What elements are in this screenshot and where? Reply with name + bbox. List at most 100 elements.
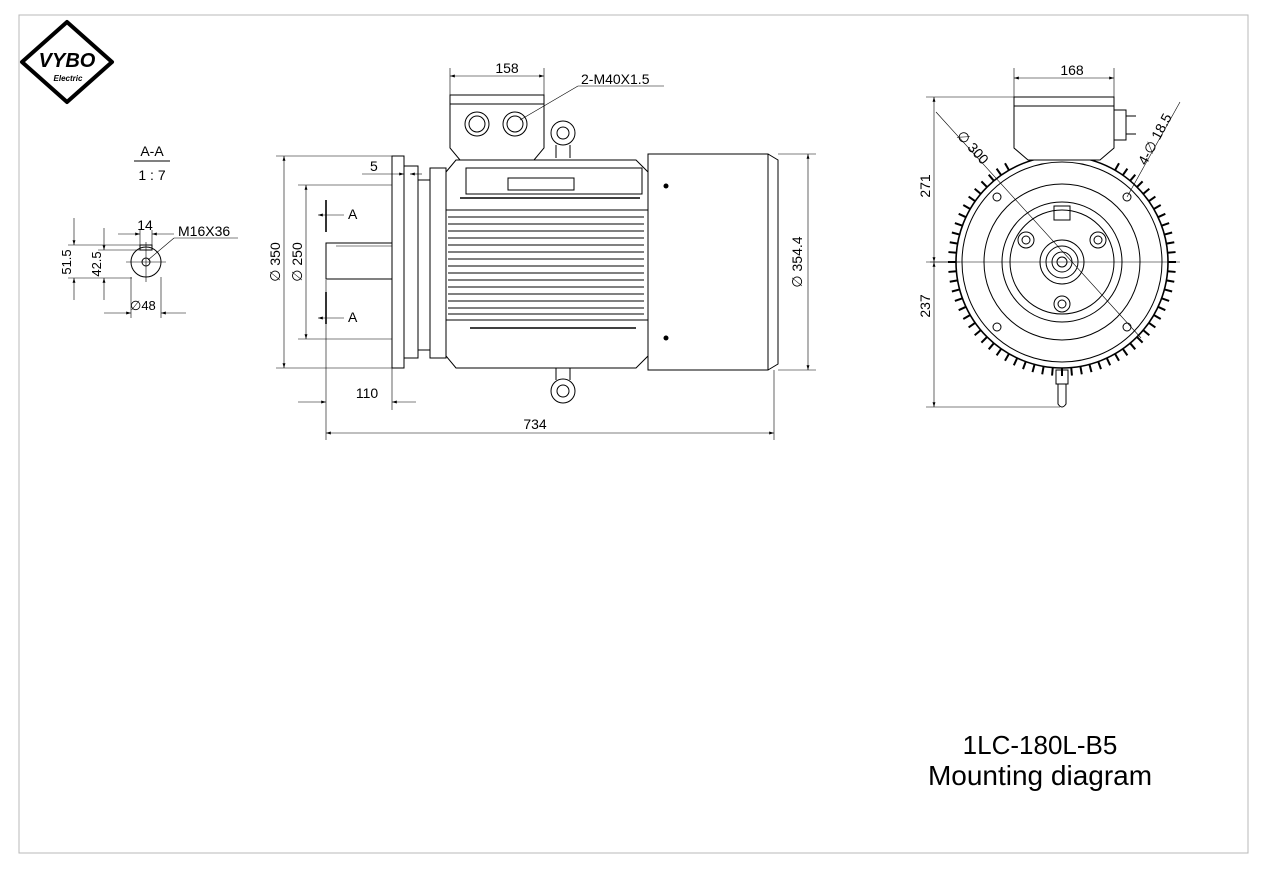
front-view: 168 271 237 ∅ 300 4-∅ 18.5 xyxy=(917,62,1181,408)
height-inner-dim: 42.5 xyxy=(89,251,104,276)
height-bottom-dim: 237 xyxy=(917,294,933,318)
cooling-fin xyxy=(1088,364,1093,373)
cooling-fin xyxy=(1167,251,1176,254)
cable-gland-1 xyxy=(464,111,490,137)
body-dia-dim: ∅ 354.4 xyxy=(789,236,805,287)
cooling-fin xyxy=(1166,241,1175,245)
side-view: 158 2-M40X1.5 5 ∅ 350 ∅ 250 A A ∅ 354.4 xyxy=(267,60,816,440)
cooling-fin xyxy=(1070,367,1073,376)
shaft xyxy=(325,242,393,280)
cooling-fin xyxy=(1153,314,1162,320)
cooling-fin xyxy=(1022,361,1027,370)
mounting-hole-1 xyxy=(992,192,1002,202)
cooling-fin xyxy=(949,241,958,245)
section-scale: 1 : 7 xyxy=(138,167,165,183)
cooling-fin xyxy=(1114,353,1120,362)
cooling-fin xyxy=(1157,212,1166,219)
cooling-fin xyxy=(1051,367,1054,376)
cooling-fin xyxy=(1079,366,1083,375)
overall-length-dim: 734 xyxy=(523,416,547,432)
cooling-fin xyxy=(1004,162,1010,171)
section-view-a-a: A-A 1 : 7 14 M16X36 51.5 42.5 ∅48 xyxy=(59,143,238,318)
flange xyxy=(391,155,405,369)
cooling-fin xyxy=(962,314,971,320)
brand-logo: VYBO Electric xyxy=(20,20,114,104)
section-mark-a-top: A xyxy=(348,206,358,222)
cooling-fin xyxy=(954,222,963,227)
cooling-fin xyxy=(949,279,958,283)
cooling-fin xyxy=(1121,348,1129,356)
nameplate xyxy=(507,177,575,191)
sheet-border xyxy=(18,14,1249,854)
cooling-fin xyxy=(1142,187,1150,195)
mounting-hole-2 xyxy=(1122,192,1132,202)
cooling-fin xyxy=(951,288,960,293)
cooling-fin xyxy=(995,168,1003,176)
lifting-eye-top xyxy=(550,120,576,146)
cooling-fin xyxy=(1157,305,1166,312)
cooling-fin xyxy=(974,329,982,337)
cooling-fin xyxy=(1041,366,1045,375)
cooling-fin xyxy=(1161,297,1170,302)
height-top-dim: 271 xyxy=(917,174,933,198)
height-outer-dim: 51.5 xyxy=(59,249,74,274)
cooling-fin xyxy=(1142,329,1150,337)
motor-housing xyxy=(445,159,649,369)
shaft-length-dim: 110 xyxy=(356,385,379,401)
cooling-fin xyxy=(948,251,957,254)
fan-cowl xyxy=(647,153,769,371)
cooling-fin xyxy=(1161,222,1170,227)
cooling-fin xyxy=(948,270,957,273)
lifting-eye-bottom xyxy=(550,378,576,404)
title-block: 1LC-180L-B5 Mounting diagram xyxy=(880,730,1200,792)
cooling-fin xyxy=(1031,364,1036,373)
spigot-dia-dim: ∅ 250 xyxy=(289,242,305,282)
mounting-hole-4 xyxy=(1122,322,1132,332)
mounting-hole-3 xyxy=(992,322,1002,332)
cooling-fin xyxy=(958,212,967,219)
terminal-box-width-dim: 158 xyxy=(495,60,519,76)
cooling-fin xyxy=(962,204,971,210)
flange-spigot-dim: 5 xyxy=(370,158,378,174)
front-box-width-dim: 168 xyxy=(1060,62,1084,78)
cooling-fin xyxy=(987,174,995,182)
pcd-dim: ∅ 300 xyxy=(954,127,992,167)
cooling-fin xyxy=(1167,270,1176,273)
key-width-dim: 14 xyxy=(137,217,153,233)
cooling-fin xyxy=(1148,195,1156,203)
thread-dim: M16X36 xyxy=(178,223,230,239)
cable-glands-dim: 2-M40X1.5 xyxy=(581,71,650,87)
cooling-fin xyxy=(995,348,1003,356)
cooling-fin xyxy=(980,336,988,344)
shaft-dia-dim: ∅48 xyxy=(130,298,156,313)
diagram-subtitle: Mounting diagram xyxy=(927,760,1153,791)
model-title: 1LC-180L-B5 xyxy=(962,730,1118,760)
section-label: A-A xyxy=(140,143,164,159)
cooling-fin xyxy=(1105,357,1112,366)
cooling-fin xyxy=(1114,162,1120,171)
cooling-fin xyxy=(1129,174,1137,182)
cooling-fin xyxy=(1121,168,1129,176)
logo-subtext: Electric xyxy=(54,74,83,83)
cooling-fin xyxy=(958,305,967,312)
cooling-fin xyxy=(974,187,982,195)
holes-dim: 4-∅ 18.5 xyxy=(1135,110,1175,167)
logo-text: VYBO xyxy=(39,50,96,72)
cooling-fin xyxy=(1153,204,1162,210)
cooling-fin xyxy=(954,297,963,302)
cooling-fin xyxy=(980,180,988,188)
cooling-fin xyxy=(1004,353,1010,362)
cooling-fin xyxy=(951,231,960,236)
cooling-fin xyxy=(968,195,976,203)
front-cable-gland xyxy=(1113,109,1127,141)
flange-dia-dim: ∅ 350 xyxy=(267,242,283,282)
section-mark-a-bottom: A xyxy=(348,309,358,325)
cooling-fin xyxy=(1129,342,1137,350)
cable-gland-2 xyxy=(502,111,528,137)
cooling-fin xyxy=(1148,321,1156,329)
cooling-fin xyxy=(1164,288,1173,293)
cooling-fin xyxy=(1012,357,1019,366)
cooling-fin xyxy=(1097,361,1102,370)
